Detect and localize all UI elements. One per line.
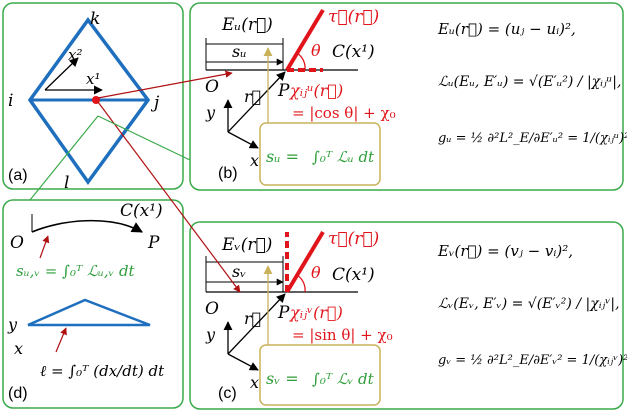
d-y-axis: y xyxy=(7,315,18,334)
c-point: P xyxy=(277,303,290,323)
green-link-d xyxy=(29,115,99,201)
d-origin: O xyxy=(10,233,24,253)
b-integral-box xyxy=(259,122,381,186)
b-eq1: Eᵤ(r⃗) = (uⱼ − uᵢ)², xyxy=(437,20,576,38)
d-curve xyxy=(31,219,143,233)
panel-b-border xyxy=(189,2,624,191)
b-tangent-label: τ⃗(r⃗) xyxy=(328,7,379,27)
connector-a-to-b xyxy=(97,70,233,99)
c-theta: θ xyxy=(311,263,321,282)
c-theta-arc xyxy=(296,274,306,293)
b-tangent-vector xyxy=(285,8,325,72)
c-integral-lhs: sᵥ = xyxy=(266,369,299,388)
green-link-b xyxy=(97,115,191,161)
b-eq2: ℒᵤ(Eᵤ, E′ᵤ) = √(E′ᵤ²) / |χᵢⱼᵘ|, xyxy=(438,74,621,90)
b-integral-lhs: sᵤ = xyxy=(266,147,299,166)
panel-a-border xyxy=(2,2,184,190)
c-eq3: gᵥ = ½ ∂²L²_E/∂E′ᵥ² = 1/(χᵢⱼᵛ)² xyxy=(438,353,627,368)
axis-x2-label: x² xyxy=(68,46,82,64)
b-r-vector xyxy=(227,71,286,133)
panel-a-label: (a) xyxy=(8,167,28,184)
d-curve-label: C(x¹) xyxy=(120,201,163,221)
d-s-eq: sᵤ,ᵥ = ∫₀ᵀ ℒᵤ,ᵥ dt xyxy=(16,262,136,280)
c-y-axis: y xyxy=(205,325,216,344)
c-arc-label: sᵥ xyxy=(232,262,246,281)
c-chi-label: χᵢⱼᵛ(r⃗) xyxy=(289,303,343,322)
c-eq2: ℒᵥ(Eᵥ, E′ᵥ) = √(E′ᵥ²) / |χᵢⱼᵛ|, xyxy=(438,296,620,312)
panel-c-label: (c) xyxy=(218,385,237,402)
b-chi-label: χᵢⱼᵘ(r⃗) xyxy=(289,81,343,100)
d-ell-eq: ℓ = ∫₀ᵀ (dx/dt) dt xyxy=(40,362,165,380)
connector-a-to-c xyxy=(97,101,241,293)
b-x-axis: x xyxy=(250,151,259,170)
b-arc-label: sᵤ xyxy=(232,42,247,61)
vertex-i: i xyxy=(8,91,13,111)
b-energy-label: Eᵤ(r⃗) xyxy=(221,15,273,35)
panel-d-border xyxy=(2,199,184,409)
c-integral-body: ∫₀ᵀ ℒᵥ dt xyxy=(312,370,375,388)
c-tangent-label: τ⃗(r⃗) xyxy=(328,229,379,249)
c-x-axis: x xyxy=(250,373,259,392)
b-theta-arc xyxy=(296,52,306,71)
c-r-vector xyxy=(227,293,286,355)
c-origin: O xyxy=(205,299,219,319)
b-theta: θ xyxy=(311,41,321,60)
c-chi-eq: = |sin θ| + χ₀ xyxy=(292,326,393,344)
d-arc-pointer xyxy=(39,235,50,259)
b-r-vec: r⃗ xyxy=(244,87,261,106)
c-r-vec: r⃗ xyxy=(244,309,261,328)
panel-c-border xyxy=(189,221,624,410)
b-origin: O xyxy=(205,77,219,97)
b-eq3: gᵤ = ½ ∂²L²_E/∂E′ᵤ² = 1/(χᵢⱼᵘ)² xyxy=(438,131,627,146)
c-tangent-vector xyxy=(285,230,325,294)
d-ell-pointer xyxy=(55,327,67,353)
b-point: P xyxy=(277,81,290,101)
vertex-k: k xyxy=(90,9,100,29)
b-integral-body: ∫₀ᵀ ℒᵤ dt xyxy=(312,148,375,166)
b-origin-axis-x xyxy=(227,131,259,149)
b-chi-eq: = |cos θ| + χ₀ xyxy=(292,104,396,122)
axis-x1-label: x¹ xyxy=(86,70,100,88)
vertex-l: l xyxy=(64,173,69,193)
panel-d-label: (d) xyxy=(8,385,28,402)
vertex-j: j xyxy=(150,93,160,113)
c-eq1: Eᵥ(r⃗) = (vⱼ − vᵢ)², xyxy=(437,242,573,260)
c-integral-box xyxy=(259,344,381,406)
panel-b-label: (b) xyxy=(218,165,238,182)
d-point: P xyxy=(147,233,160,253)
c-origin-axis-x xyxy=(227,353,259,371)
c-curve-label: C(x¹) xyxy=(332,265,375,285)
axis-x2-arrow xyxy=(44,57,79,91)
d-x-axis: x xyxy=(14,339,23,358)
d-triangle xyxy=(27,298,151,327)
rhombus xyxy=(27,17,151,185)
b-y-axis: y xyxy=(205,103,216,122)
b-curve-label: C(x¹) xyxy=(332,42,375,62)
c-energy-label: Eᵥ(r⃗) xyxy=(221,235,272,255)
